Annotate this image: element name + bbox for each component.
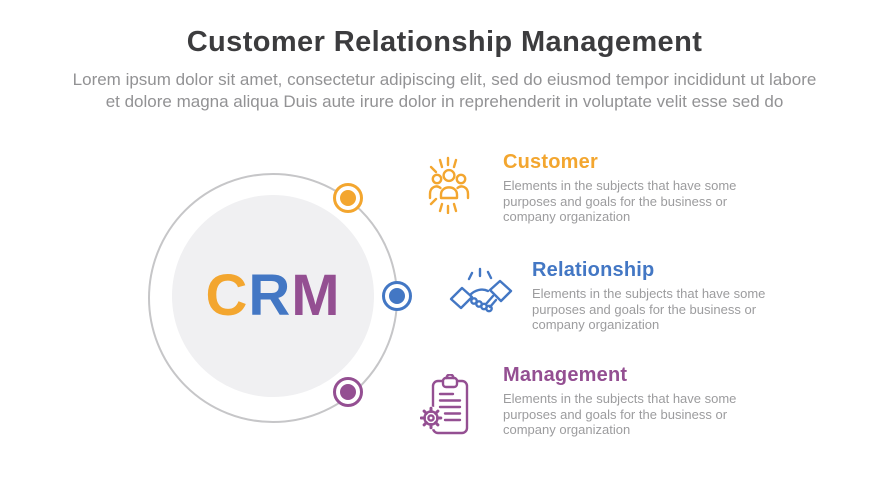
management-description: Elements in the subjects that have some … bbox=[503, 391, 737, 437]
customer-node-dot bbox=[333, 183, 363, 213]
management-section: Management Elements in the subjects that… bbox=[503, 363, 736, 438]
clipboard-gear-icon bbox=[420, 374, 472, 436]
crm-letter-c: C bbox=[205, 263, 249, 328]
customer-heading: Customer bbox=[503, 151, 598, 173]
customer-description: Elements in the subjects that have some … bbox=[503, 178, 737, 224]
people-shine-icon bbox=[427, 154, 471, 214]
crm-wordmark: CRM bbox=[205, 267, 340, 325]
management-heading: Management bbox=[503, 364, 628, 386]
relationship-node-dot-core bbox=[389, 288, 405, 304]
relationship-node-dot bbox=[382, 281, 412, 311]
management-node-dot bbox=[333, 377, 363, 407]
customer-node-dot-core bbox=[340, 190, 356, 206]
relationship-section: Relationship Elements in the subjects th… bbox=[532, 258, 765, 333]
crm-letter-m: M bbox=[291, 263, 341, 328]
customer-section: Customer Elements in the subjects that h… bbox=[503, 150, 736, 225]
page-title: Customer Relationship Management bbox=[186, 26, 703, 58]
crm-inner-disc: CRM bbox=[172, 195, 374, 397]
relationship-heading: Relationship bbox=[532, 259, 655, 281]
management-node-dot-core bbox=[340, 384, 356, 400]
handshake-icon bbox=[449, 264, 513, 320]
page-subtitle: Lorem ipsum dolor sit amet, consectetur … bbox=[72, 70, 817, 111]
relationship-description: Elements in the subjects that have some … bbox=[532, 286, 766, 332]
crm-letter-r: R bbox=[248, 263, 292, 328]
